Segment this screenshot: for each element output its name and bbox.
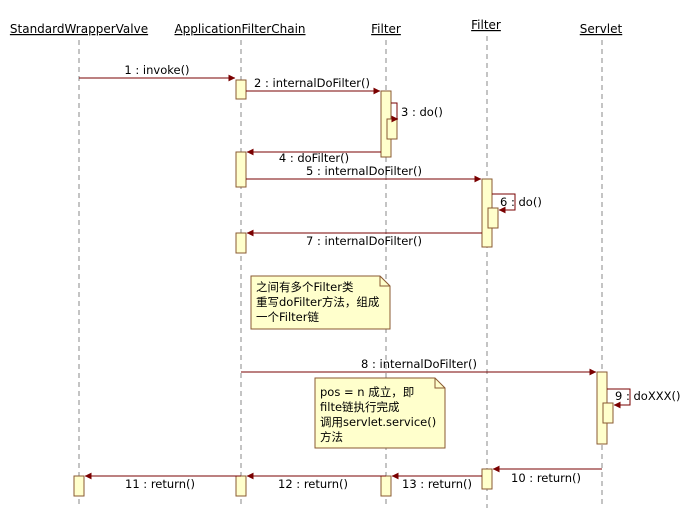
message-1-label: 1 : invoke() [124, 63, 189, 77]
note-line: 方法 [320, 430, 343, 444]
activation-box [380, 475, 392, 497]
message-6-label: 6 : do() [500, 195, 542, 209]
note-line: 重写doFilter方法，组成 [256, 295, 380, 309]
message-9-arrow [607, 388, 631, 409]
message-4-label: 4 : doFilter() [279, 151, 349, 165]
lifeline-applicationfilterchain: ApplicationFilterChain [174, 22, 305, 36]
message-2-label: 2 : internalDoFilter() [254, 76, 370, 90]
message-12-label: 12 : return() [278, 477, 348, 491]
note-line: filte链执行完成 [320, 400, 400, 414]
activation-box [235, 151, 247, 188]
message-7-label: 7 : internalDoFilter() [306, 234, 422, 248]
activation-box [481, 468, 493, 490]
message-6-arrow [492, 193, 516, 214]
message-13-label: 13 : return() [402, 477, 472, 491]
lifeline-servlet: Servlet [580, 22, 623, 36]
note-line: 一个Filter链 [256, 310, 319, 324]
message-11-label: 11 : return() [125, 477, 195, 491]
message-3-arrow [391, 102, 399, 123]
lifeline-filter-2: Filter [471, 18, 501, 32]
activation-box [235, 232, 247, 254]
lifeline-filter-1: Filter [371, 22, 401, 36]
note-filter-chain: 之间有多个Filter类 重写doFilter方法，组成 一个Filter链 [250, 275, 391, 330]
note-line: 调用servlet.service() [320, 415, 436, 429]
activation-box [235, 79, 247, 100]
note-servlet-call: pos = n 成立，即 filte链执行完成 调用servlet.servic… [314, 377, 446, 449]
activation-box [73, 475, 85, 497]
activation-box [386, 118, 398, 140]
message-3-label: 3 : do() [401, 105, 443, 119]
message-10-label: 10 : return() [511, 471, 581, 485]
message-9-label: 9 : doXXX() [615, 389, 680, 403]
activation-box [487, 207, 499, 229]
lifeline-standardwrappervalve: StandardWrapperValve [10, 22, 148, 36]
note-line: pos = n 成立，即 [320, 385, 414, 399]
activation-box [235, 475, 247, 497]
message-5-label: 5 : internalDoFilter() [306, 164, 422, 178]
activation-box [602, 402, 614, 424]
message-8-label: 8 : internalDoFilter() [361, 357, 477, 371]
note-line: 之间有多个Filter类 [256, 280, 354, 294]
